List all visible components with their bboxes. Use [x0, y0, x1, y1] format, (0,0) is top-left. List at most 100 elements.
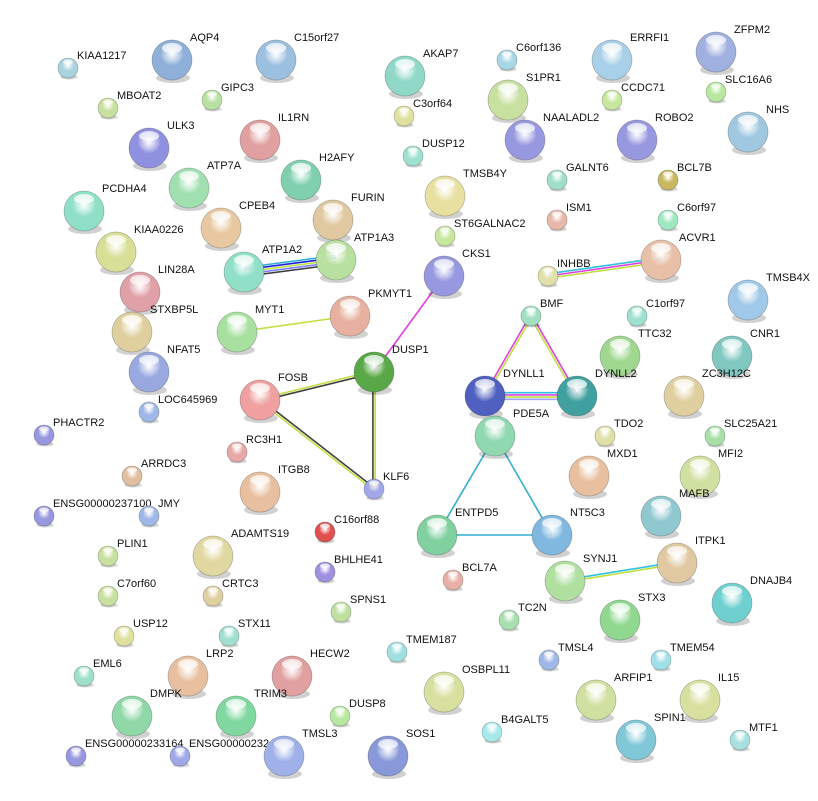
node-sphere[interactable]	[97, 97, 119, 119]
node-c7orf60[interactable]: C7orf60	[97, 578, 156, 608]
node-mfi2[interactable]: MFI2	[679, 448, 743, 499]
node-sphere[interactable]	[239, 471, 281, 513]
node-sphere[interactable]	[640, 239, 682, 281]
node-pkmyt1[interactable]: PKMYT1	[329, 288, 412, 339]
node-sphere[interactable]	[594, 425, 616, 447]
node-dusp1[interactable]: DUSP1	[353, 344, 429, 395]
node-crtc3[interactable]: CRTC3	[202, 578, 258, 608]
node-dynll1[interactable]: DYNLL1	[464, 368, 545, 419]
node-inhbb[interactable]: INHBB	[537, 258, 591, 288]
node-sphere[interactable]	[33, 505, 55, 527]
node-sphere[interactable]	[568, 455, 610, 497]
node-robo2[interactable]: ROBO2	[616, 112, 694, 163]
node-sphere[interactable]	[727, 111, 769, 153]
node-kiaa0226[interactable]: KIAA0226	[95, 224, 184, 275]
node-sphere[interactable]	[111, 695, 153, 737]
node-sphere[interactable]	[615, 719, 657, 761]
node-sphere[interactable]	[314, 521, 336, 543]
node-sphere[interactable]	[271, 655, 313, 697]
node-c1orf97[interactable]: C1orf97	[626, 298, 685, 328]
node-sphere[interactable]	[591, 39, 633, 81]
node-fosb[interactable]: FOSB	[239, 372, 308, 423]
node-sphere[interactable]	[200, 207, 242, 249]
node-stx3[interactable]: STX3	[599, 592, 666, 643]
node-sphere[interactable]	[363, 478, 385, 500]
node-tc2n[interactable]: TC2N	[498, 602, 547, 632]
node-il15[interactable]: IL15	[679, 672, 739, 723]
node-sphere[interactable]	[423, 255, 465, 297]
node-sphere[interactable]	[711, 335, 753, 377]
node-sphere[interactable]	[424, 175, 466, 217]
node-sphere[interactable]	[442, 569, 464, 591]
node-sphere[interactable]	[616, 119, 658, 161]
node-mxd1[interactable]: MXD1	[568, 448, 638, 499]
node-sphere[interactable]	[663, 375, 705, 417]
node-sphere[interactable]	[138, 505, 160, 527]
node-sphere[interactable]	[226, 441, 248, 463]
node-sphere[interactable]	[95, 231, 137, 273]
node-il1rn[interactable]: IL1RN	[239, 112, 309, 163]
node-st6galnac2[interactable]: ST6GALNAC2	[434, 218, 526, 248]
node-sphere[interactable]	[151, 39, 193, 81]
node-mtf1[interactable]: MTF1	[729, 722, 778, 752]
node-c15orf27[interactable]: C15orf27	[255, 32, 339, 83]
node-arfip1[interactable]: ARFIP1	[575, 672, 653, 723]
node-sphere[interactable]	[556, 375, 598, 417]
node-sphere[interactable]	[531, 514, 573, 556]
node-tdo2[interactable]: TDO2	[594, 418, 643, 448]
node-dusp8[interactable]: DUSP8	[329, 698, 386, 728]
node-sphere[interactable]	[679, 455, 721, 497]
node-pde5a[interactable]: PDE5A	[474, 408, 550, 459]
node-sphere[interactable]	[538, 649, 560, 671]
node-tmsb4y[interactable]: TMSB4Y	[424, 168, 508, 219]
node-sphere[interactable]	[601, 89, 623, 111]
node-cks1[interactable]: CKS1	[423, 248, 491, 299]
node-aqp4[interactable]: AQP4	[151, 32, 219, 83]
node-synj1[interactable]: SYNJ1	[544, 553, 617, 604]
node-arrdc3[interactable]: ARRDC3	[121, 458, 186, 488]
node-ttc32[interactable]: TTC32	[599, 328, 672, 379]
node-lin28a[interactable]: LIN28A	[119, 264, 195, 315]
node-bmf[interactable]: BMF	[520, 298, 564, 328]
node-sphere[interactable]	[65, 745, 87, 767]
node-c3orf64[interactable]: C3orf64	[393, 98, 452, 128]
node-nhs[interactable]: NHS	[727, 104, 789, 155]
node-sphere[interactable]	[315, 239, 357, 281]
node-plin1[interactable]: PLIN1	[97, 538, 148, 568]
node-adamts19[interactable]: ADAMTS19	[192, 528, 289, 579]
node-sphere[interactable]	[599, 335, 641, 377]
node-sphere[interactable]	[312, 199, 354, 241]
node-dynll2[interactable]: DYNLL2	[556, 368, 637, 419]
node-sphere[interactable]	[546, 209, 568, 231]
node-sphere[interactable]	[215, 695, 257, 737]
node-myt1[interactable]: MYT1	[216, 304, 284, 355]
node-sphere[interactable]	[218, 625, 240, 647]
node-sphere[interactable]	[504, 119, 546, 161]
node-sphere[interactable]	[657, 169, 679, 191]
node-kiaa1217[interactable]: KIAA1217	[57, 50, 127, 80]
node-sphere[interactable]	[202, 585, 224, 607]
node-tmsb4x[interactable]: TMSB4X	[727, 272, 811, 323]
node-dnajb4[interactable]: DNAJB4	[711, 575, 792, 626]
node-c16orf88[interactable]: C16orf88	[314, 514, 379, 544]
node-h2afy[interactable]: H2AFY	[280, 152, 355, 203]
node-atp1a2[interactable]: ATP1A2	[223, 244, 302, 295]
node-slc16a6[interactable]: SLC16A6	[705, 74, 772, 104]
node-sphere[interactable]	[727, 279, 769, 321]
node-sphere[interactable]	[353, 351, 395, 393]
node-klf6[interactable]: KLF6	[363, 471, 409, 501]
node-sphere[interactable]	[729, 729, 751, 751]
node-stxbp5l[interactable]: STXBP5L	[111, 304, 198, 355]
node-mafb[interactable]: MAFB	[640, 488, 710, 539]
node-sphere[interactable]	[223, 251, 265, 293]
node-sphere[interactable]	[121, 465, 143, 487]
node-sphere[interactable]	[626, 305, 648, 327]
node-bcl7a[interactable]: BCL7A	[442, 562, 498, 592]
node-sphere[interactable]	[544, 560, 586, 602]
node-sphere[interactable]	[498, 609, 520, 631]
node-sphere[interactable]	[695, 31, 737, 73]
node-atp1a3[interactable]: ATP1A3	[315, 232, 394, 283]
node-sphere[interactable]	[119, 271, 161, 313]
node-c6orf97[interactable]: C6orf97	[657, 202, 716, 232]
node-usp12[interactable]: USP12	[113, 618, 168, 648]
